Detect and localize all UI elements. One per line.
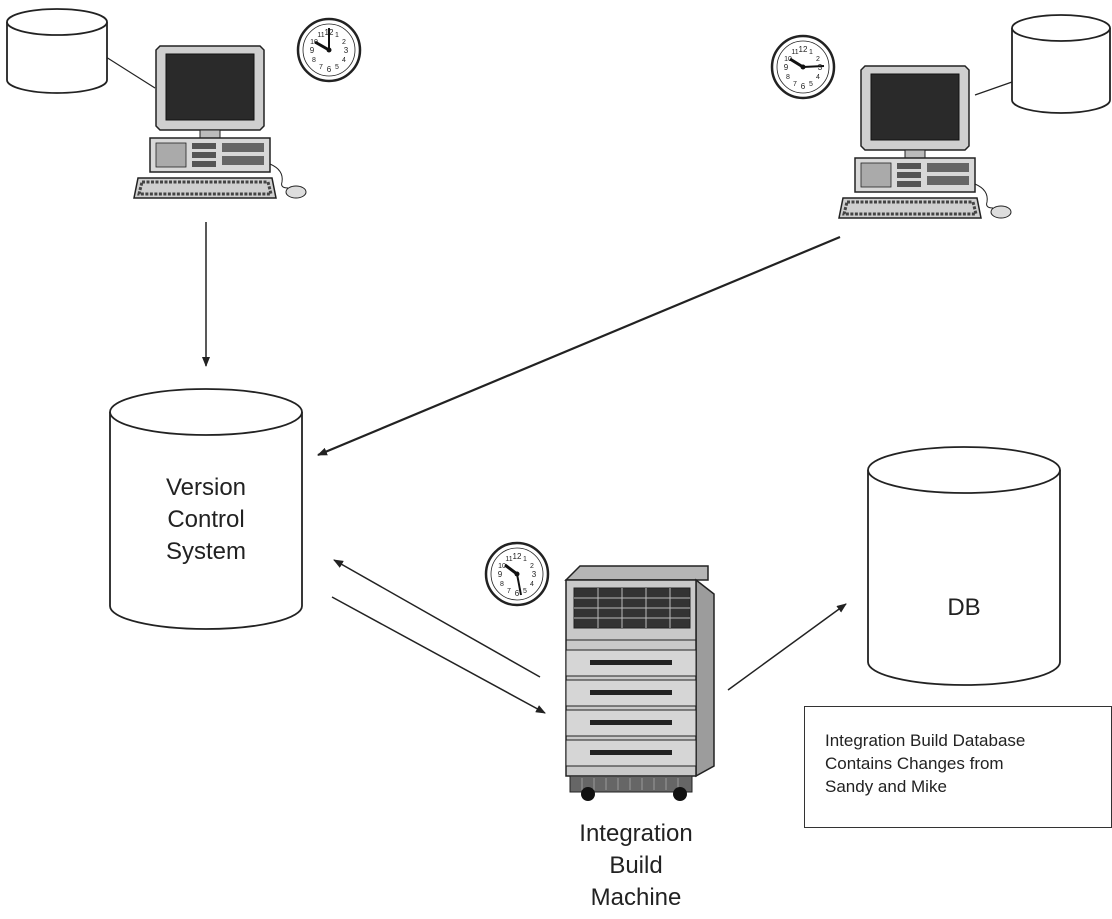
integration-database-note: Integration Build Database Contains Chan… — [804, 706, 1112, 828]
sandy-local-database — [6, 8, 108, 94]
sandy-db-link — [105, 56, 156, 89]
mike-local-database — [1011, 14, 1111, 114]
note-line-3: Sandy and Mike — [825, 777, 947, 796]
build-clock-icon — [484, 541, 550, 607]
sandy-clock-icon — [296, 17, 362, 83]
mike-workstation — [837, 64, 1013, 220]
arrow-mike-to-vcs — [317, 235, 841, 457]
version-control-label: Version Control System — [126, 472, 286, 568]
note-line-2: Contains Changes from — [825, 754, 1004, 773]
arrow-vcs-to-build — [331, 596, 546, 714]
version-control-cylinder — [109, 388, 303, 630]
mike-clock-icon — [770, 34, 836, 100]
build-machine-line-2: Build — [609, 852, 663, 879]
build-machine-line-3: Machine — [590, 884, 682, 911]
db-label: DB — [904, 592, 1024, 624]
mike-db-link — [974, 81, 1013, 96]
integration-build-server — [564, 565, 715, 801]
build-machine-label: Integration Build Machine — [546, 818, 726, 914]
integration-database-cylinder — [867, 446, 1061, 686]
version-control-line-2: Control — [167, 506, 245, 533]
build-machine-line-1: Integration — [579, 820, 693, 847]
version-control-line-3: System — [165, 538, 246, 565]
db-label-text: DB — [947, 594, 981, 621]
connectors — [105, 56, 1013, 714]
arrow-build-to-db — [727, 603, 847, 691]
arrow-build-to-vcs — [333, 559, 541, 678]
version-control-line-1: Version — [165, 474, 247, 501]
note-line-1: Integration Build Database — [825, 731, 1026, 750]
sandy-workstation — [132, 44, 308, 200]
